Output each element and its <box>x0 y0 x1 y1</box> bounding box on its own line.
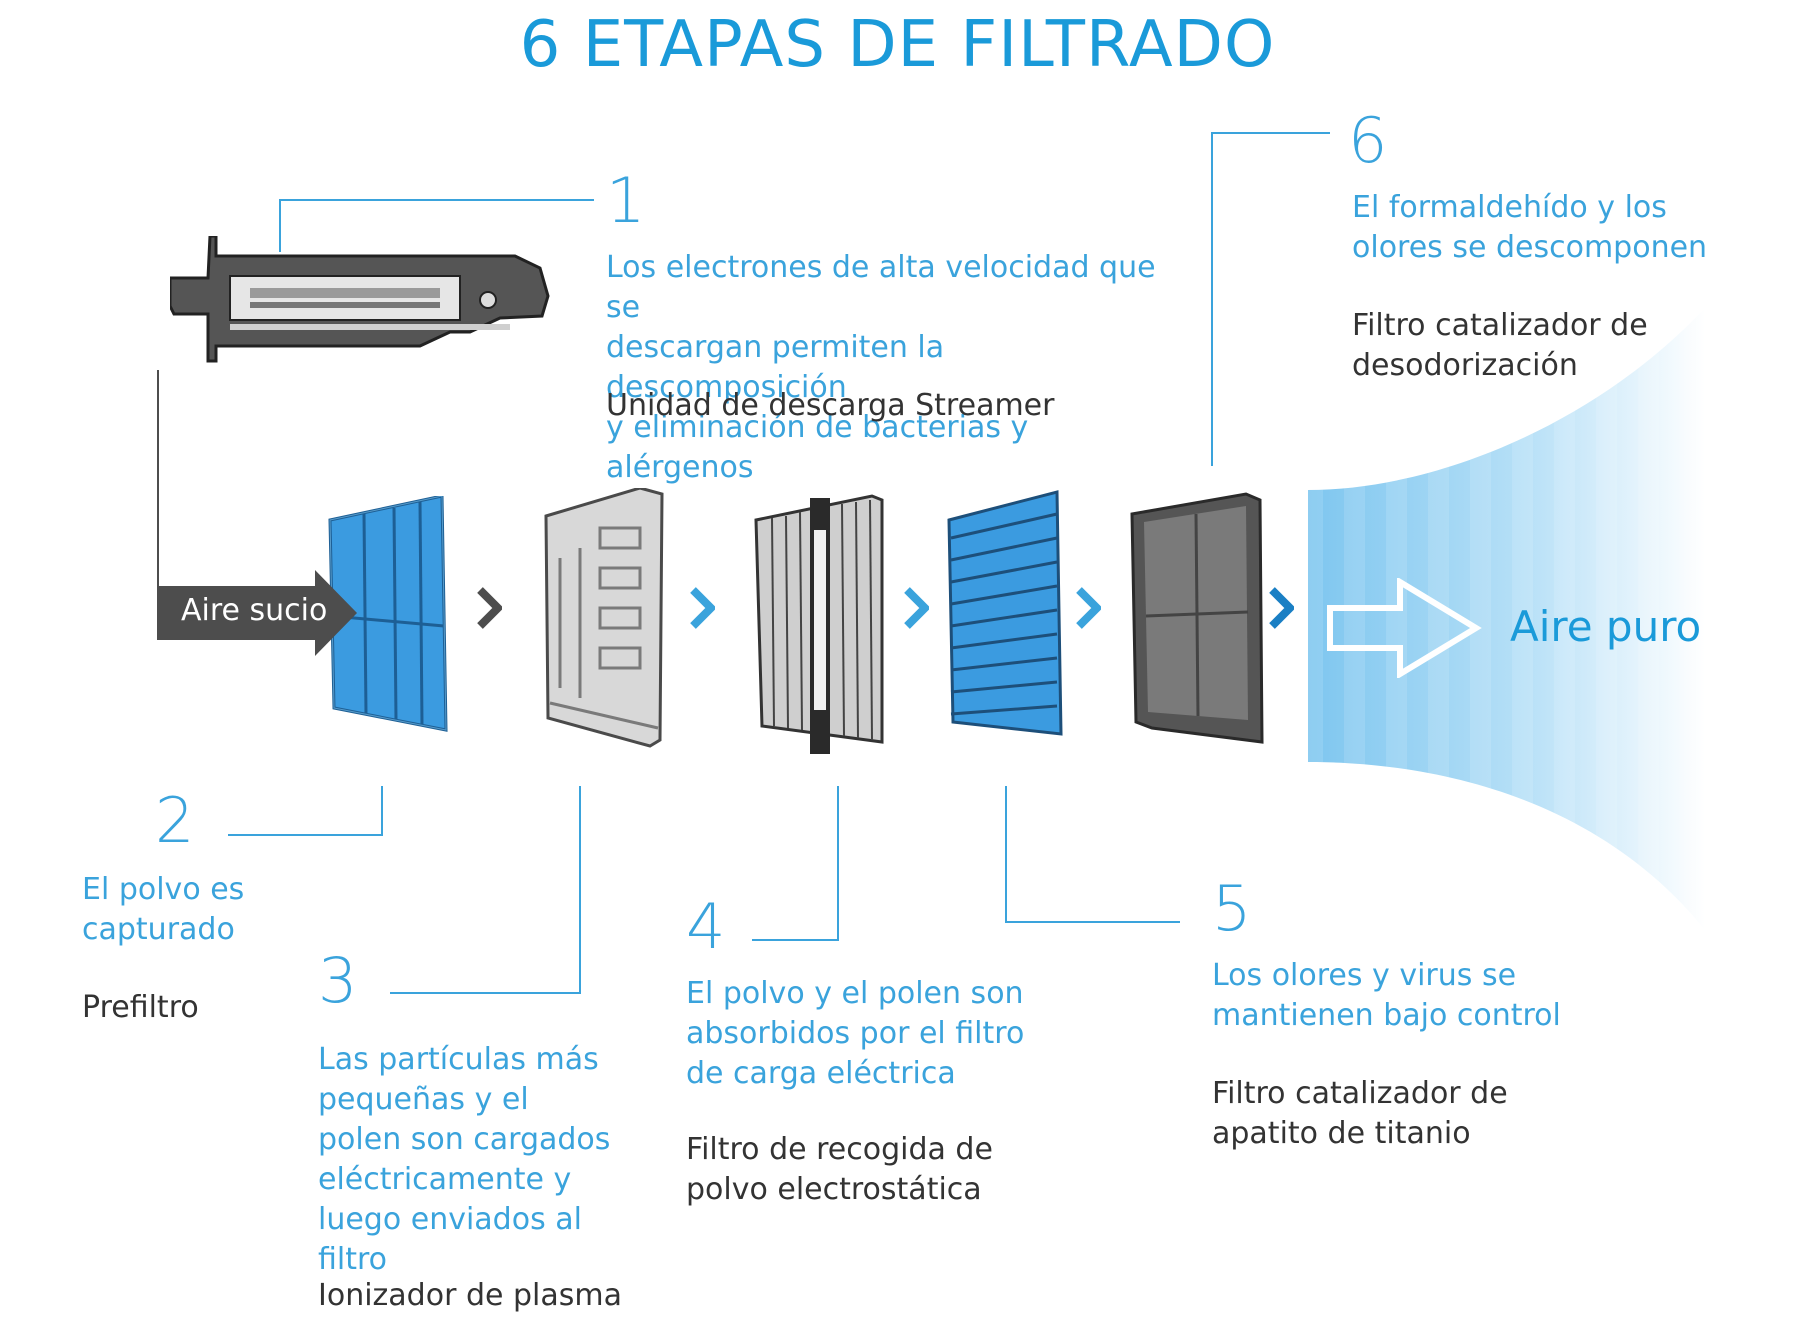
stage-2-description: El polvo es capturado <box>82 872 245 947</box>
plasma-ionizer-icon <box>544 488 664 748</box>
chevron-right-icon <box>1269 587 1294 629</box>
stage-3-name: Ionizador de plasma <box>318 1278 622 1313</box>
streamer-unit-icon <box>170 236 550 363</box>
stage-1-name: Unidad de descarga Streamer <box>606 388 1055 423</box>
diagram-title: 6 ETAPAS DE FILTRADO <box>519 8 1276 82</box>
prefilter-icon <box>328 496 448 732</box>
stage-4-number: 4 <box>686 890 726 963</box>
dirty-air-arrow <box>157 570 357 656</box>
stage-3-description: Las partículas más pequeñas y el polen s… <box>318 1042 611 1277</box>
dirty-air-label: Aire sucio <box>181 593 328 628</box>
stage-4-name: Filtro de recogida de polvo electrostáti… <box>686 1132 993 1207</box>
stage-6-number: 6 <box>1348 104 1388 177</box>
chevron-right-icon <box>477 587 502 629</box>
stage-6-description: El formaldehído y los olores se descompo… <box>1352 190 1708 265</box>
outline-arrow-icon <box>1327 578 1482 678</box>
electrostatic-filter-icon <box>754 494 884 754</box>
deodorizing-filter-icon <box>1130 492 1264 744</box>
clean-air-label: Aire puro <box>1510 602 1702 651</box>
stage-5-description: Los olores y virus se mantienen bajo con… <box>1212 958 1561 1033</box>
chevron-right-icon <box>1076 587 1101 629</box>
chevron-right-icon <box>904 587 929 629</box>
stage-1-description: Los electrones de alta velocidad que se … <box>606 250 1156 485</box>
titanium-apatite-filter-icon <box>947 490 1063 736</box>
stage-6-name: Filtro catalizador de desodorización <box>1352 308 1648 383</box>
stage-5-name: Filtro catalizador de apatito de titanio <box>1212 1076 1508 1151</box>
stage-2-name: Prefiltro <box>82 990 199 1025</box>
chevron-right-icon <box>690 587 715 629</box>
stage-3-number: 3 <box>318 944 358 1017</box>
stage-1-number: 1 <box>606 164 646 237</box>
stage-4-description: El polvo y el polen son absorbidos por e… <box>686 976 1025 1091</box>
stage-2-number: 2 <box>155 784 195 857</box>
stage-5-number: 5 <box>1212 872 1252 945</box>
